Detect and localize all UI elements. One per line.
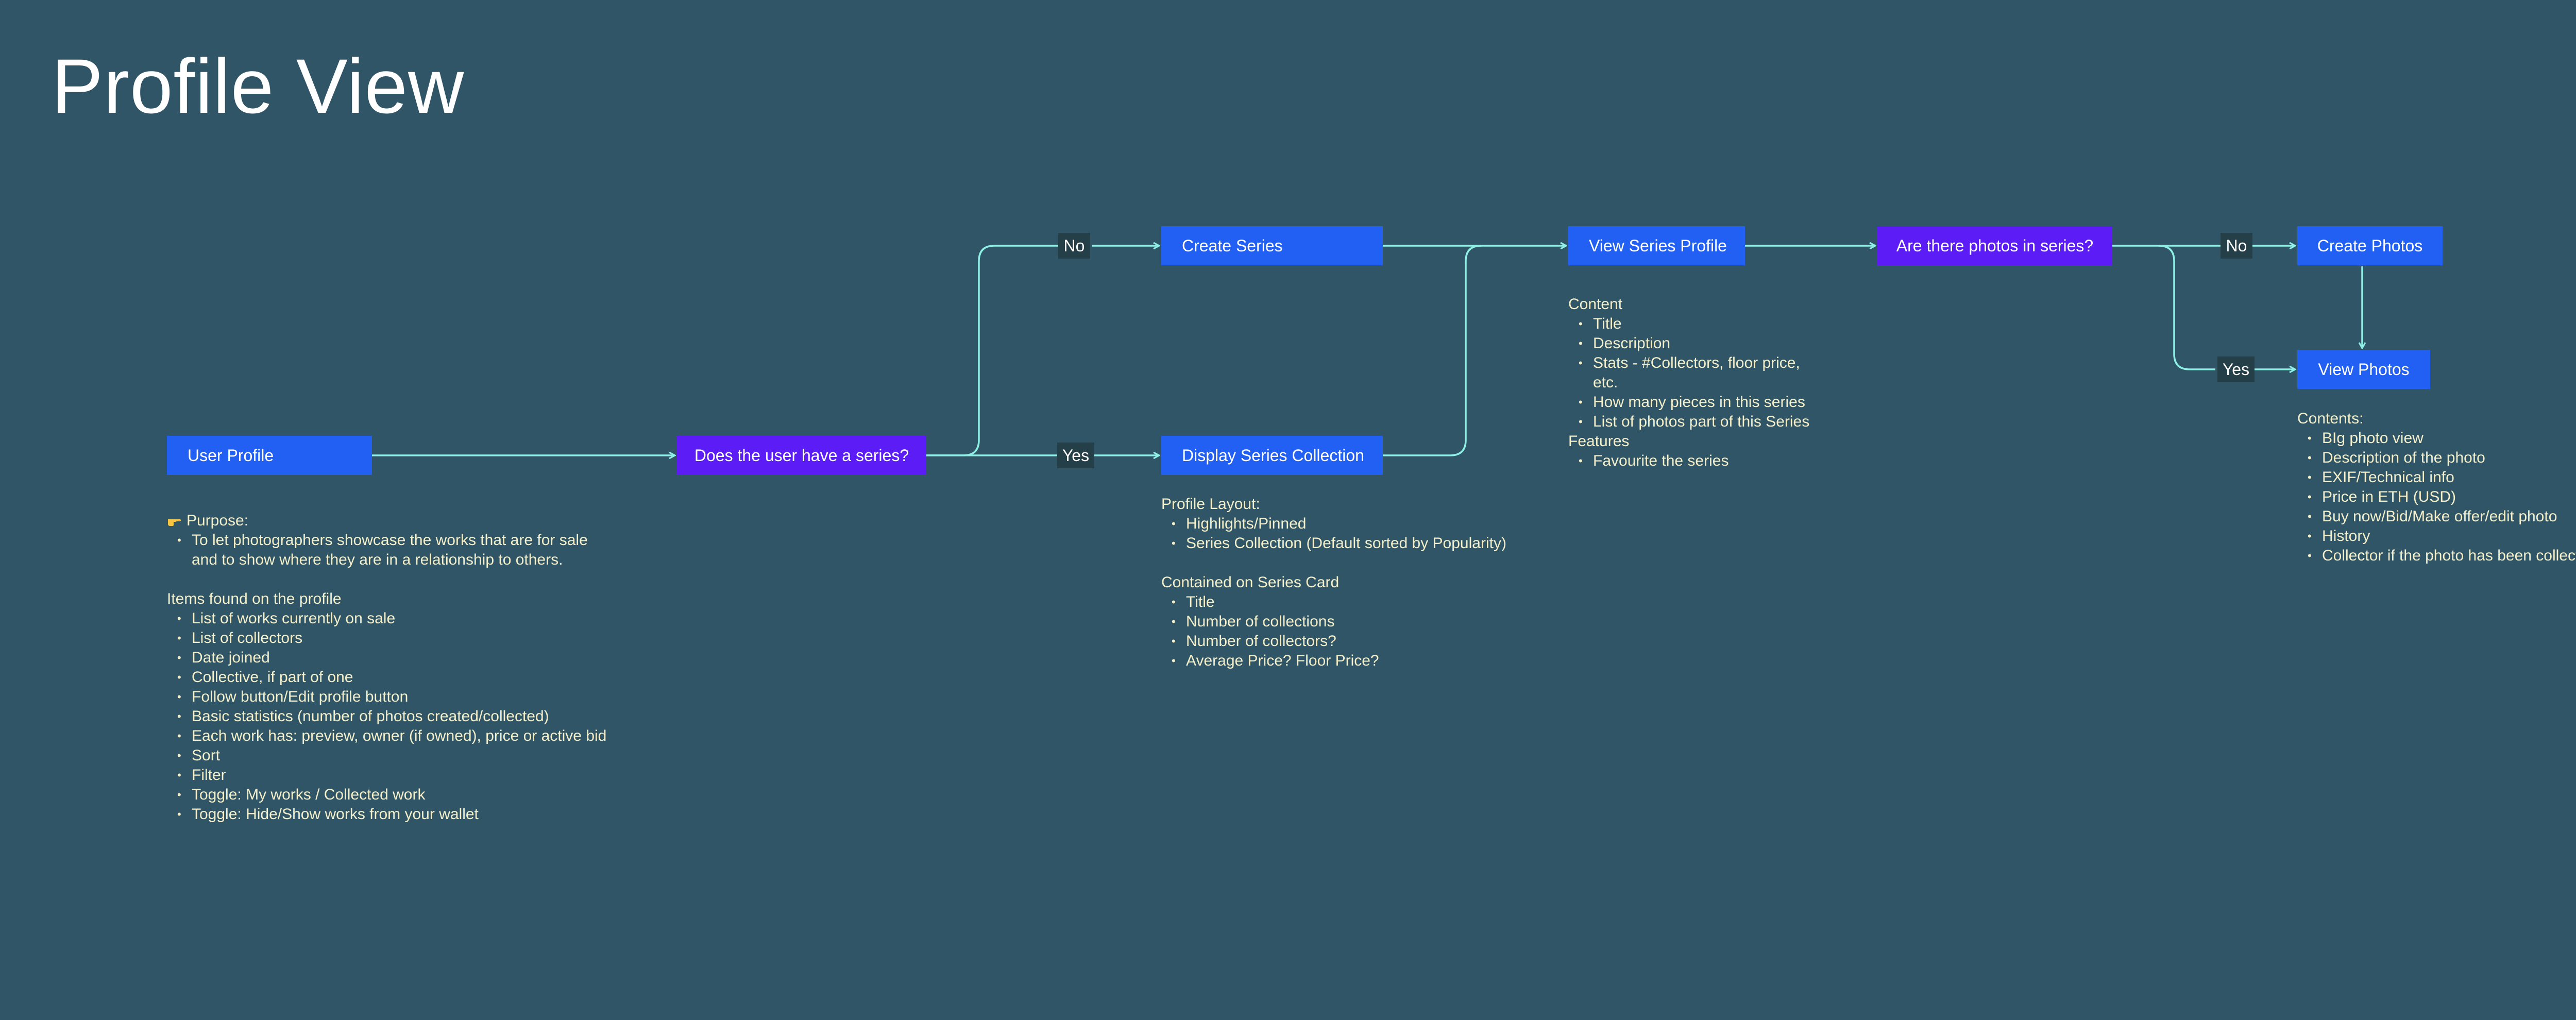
create-series-node[interactable]: Create Series	[1161, 226, 1383, 265]
profile-items-list: List of works currently on sale List of …	[167, 609, 682, 824]
user-profile-notes: Purpose: To let photographers showcase t…	[167, 511, 682, 824]
has-series-decision-node[interactable]: Does the user have a series?	[677, 436, 926, 475]
edge-label-series-no: No	[1058, 233, 1090, 259]
create-series-label: Create Series	[1182, 236, 1283, 255]
list-item: Sort	[167, 746, 682, 766]
list-item: Number of collectors?	[1161, 632, 1573, 651]
photos-in-series-decision-node[interactable]: Are there photos in series?	[1877, 226, 2112, 265]
list-item: Collective, if part of one	[167, 668, 682, 687]
list-item: Series Collection (Default sorted by Pop…	[1161, 534, 1573, 553]
purpose-heading: Purpose:	[187, 512, 249, 529]
list-item: Title	[1161, 592, 1573, 612]
photos-in-series-label: Are there photos in series?	[1896, 236, 2094, 255]
list-item: Average Price? Floor Price?	[1161, 651, 1573, 671]
list-item: Number of collections	[1161, 612, 1573, 632]
user-profile-label: User Profile	[188, 446, 274, 465]
list-item: Basic statistics (number of photos creat…	[167, 707, 682, 726]
edge-label-photos-yes: Yes	[2217, 356, 2255, 382]
series-collection-notes: Profile Layout: Highlights/Pinned Series…	[1161, 495, 1573, 671]
purpose-item-continuation: and to show where they are in a relation…	[192, 551, 563, 568]
edge-decision-to-no	[926, 245, 1061, 456]
list-item: Buy now/Bid/Make offer/edit photo	[2297, 507, 2576, 526]
stats-continuation: etc.	[1593, 374, 1618, 391]
list-item: Description of the photo	[2297, 448, 2576, 468]
list-item: EXIF/Technical info	[2297, 468, 2576, 487]
create-photos-label: Create Photos	[2317, 236, 2423, 255]
user-profile-node[interactable]: User Profile	[167, 436, 372, 475]
list-item: Highlights/Pinned	[1161, 514, 1573, 534]
list-item: List of works currently on sale	[167, 609, 682, 628]
series-card-heading: Contained on Series Card	[1161, 574, 1340, 591]
list-item: Price in ETH (USD)	[2297, 487, 2576, 507]
contents-heading: Contents:	[2297, 410, 2364, 427]
view-series-profile-node[interactable]: View Series Profile	[1568, 226, 1745, 265]
list-item: Stats - #Collectors, floor price,	[1568, 353, 1857, 373]
list-item: List of photos part of this Series	[1568, 412, 1857, 432]
list-item: BIg photo view	[2297, 429, 2576, 448]
list-item: List of collectors	[167, 628, 682, 648]
has-series-label: Does the user have a series?	[694, 446, 909, 465]
display-series-collection-label: Display Series Collection	[1182, 446, 1364, 465]
purpose-item: To let photographers showcase the works …	[167, 531, 682, 550]
list-item: How many pieces in this series	[1568, 393, 1857, 412]
content-list: Title Description Stats - #Collectors, f…	[1568, 314, 1857, 373]
list-item: Favourite the series	[1568, 451, 1857, 471]
pointing-hand-icon	[168, 519, 181, 526]
edge-display-collection-to-view-series	[1383, 245, 1482, 456]
edge-label-photos-no: No	[2221, 233, 2252, 259]
purpose-heading-row: Purpose:	[167, 511, 682, 531]
list-item: Title	[1568, 314, 1857, 334]
list-item: Description	[1568, 334, 1857, 353]
list-item: Toggle: Hide/Show works from your wallet	[167, 805, 682, 824]
view-photos-notes: Contents: BIg photo view Description of …	[2297, 409, 2576, 566]
view-series-profile-label: View Series Profile	[1589, 236, 1727, 255]
series-profile-notes: Content Title Description Stats - #Colle…	[1568, 295, 1857, 471]
list-item: History	[2297, 526, 2576, 546]
view-photos-node[interactable]: View Photos	[2297, 350, 2430, 389]
contents-list: BIg photo view Description of the photo …	[2297, 429, 2576, 566]
edge-label-series-yes: Yes	[1057, 443, 1094, 468]
features-list: Favourite the series	[1568, 451, 1857, 471]
list-item: Collector if the photo has been collecte…	[2297, 546, 2576, 566]
list-item: Each work has: preview, owner (if owned)…	[167, 726, 682, 746]
features-heading: Features	[1568, 433, 1630, 450]
list-item: Date joined	[167, 648, 682, 668]
content-list-continued: How many pieces in this series List of p…	[1568, 393, 1857, 432]
list-item: Follow button/Edit profile button	[167, 687, 682, 707]
profile-layout-list: Highlights/Pinned Series Collection (Def…	[1161, 514, 1573, 553]
purpose-list: To let photographers showcase the works …	[167, 531, 682, 550]
series-card-list: Title Number of collections Number of co…	[1161, 592, 1573, 671]
view-photos-label: View Photos	[2318, 360, 2410, 379]
page-title: Profile View	[52, 43, 465, 129]
create-photos-node[interactable]: Create Photos	[2297, 226, 2443, 265]
display-series-collection-node[interactable]: Display Series Collection	[1161, 436, 1383, 475]
list-item: Toggle: My works / Collected work	[167, 785, 682, 805]
content-heading: Content	[1568, 296, 1623, 313]
edge-photos-decision-to-yes	[2158, 245, 2215, 370]
items-heading: Items found on the profile	[167, 590, 342, 607]
profile-layout-heading: Profile Layout:	[1161, 496, 1260, 513]
list-item: Filter	[167, 766, 682, 785]
